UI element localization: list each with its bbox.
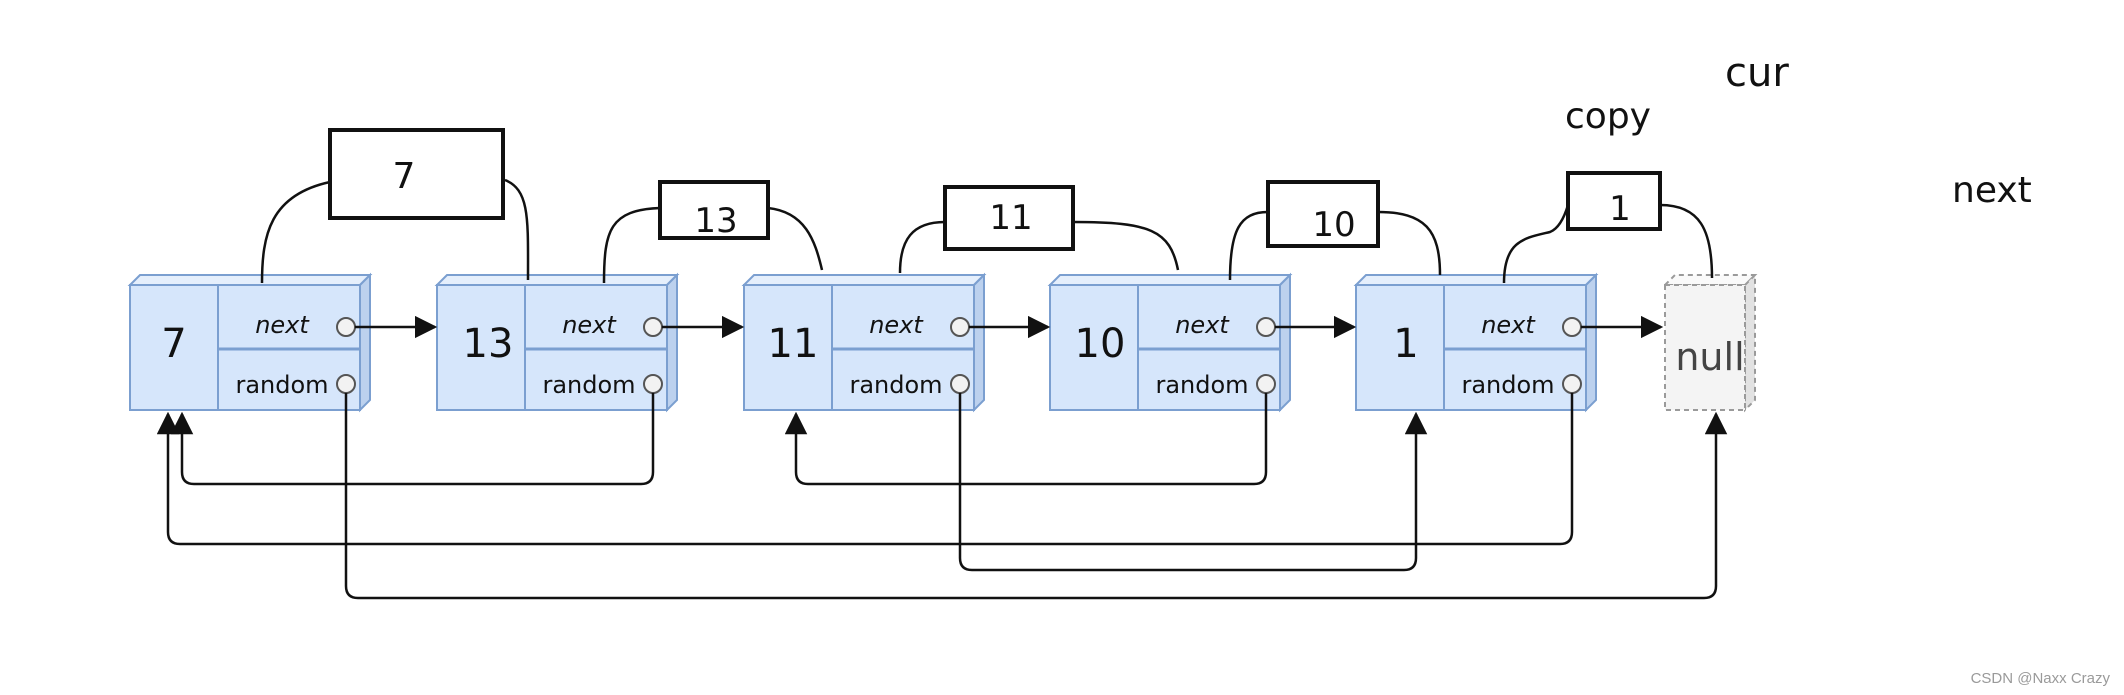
random-pointer-dot xyxy=(336,374,356,394)
node-value: 1 xyxy=(1393,321,1418,367)
node-random-label: random xyxy=(1461,371,1554,399)
random-arrow xyxy=(344,393,1728,600)
null-label: null xyxy=(1675,335,1744,379)
copy-value: 7 xyxy=(393,156,416,197)
random-arrow xyxy=(784,393,1268,486)
list-node: 13 next random xyxy=(434,272,680,413)
copy-node: 10 xyxy=(1266,180,1380,248)
watermark: CSDN @Naxx Crazy xyxy=(1970,670,2110,687)
node-value: 7 xyxy=(161,321,186,367)
random-pointer-dot xyxy=(1562,374,1582,394)
cur-label: cur xyxy=(1725,50,1789,96)
random-arrow xyxy=(958,393,1428,572)
node-random-label: random xyxy=(849,371,942,399)
copy-label: copy xyxy=(1565,96,1651,137)
node-next-label: next xyxy=(1481,311,1536,339)
random-arrow xyxy=(156,393,1574,546)
next-pointer-dot xyxy=(336,317,356,337)
copy-value: 13 xyxy=(694,201,737,241)
node-random-label: random xyxy=(235,371,328,399)
list-node: 11 next random xyxy=(741,272,987,413)
random-arrows xyxy=(156,393,1728,600)
copy-value: 1 xyxy=(1609,189,1631,229)
next-pointer-dot xyxy=(1256,317,1276,337)
null-node: null xyxy=(1662,272,1758,413)
random-arrow xyxy=(170,393,655,486)
node-next-label: next xyxy=(869,311,924,339)
copy-node: 7 xyxy=(328,128,505,220)
node-value: 13 xyxy=(463,321,514,367)
node-random-label: random xyxy=(542,371,635,399)
node-value: 10 xyxy=(1075,321,1126,367)
copy-value: 11 xyxy=(989,198,1032,238)
random-pointer-dot xyxy=(950,374,970,394)
copy-node: 11 xyxy=(943,185,1075,251)
node-next-label: next xyxy=(1175,311,1230,339)
next-pointer-dot xyxy=(643,317,663,337)
next-pointer-dot xyxy=(1562,317,1582,337)
copy-connectors xyxy=(260,178,1714,284)
node-next-label: next xyxy=(562,311,617,339)
random-pointer-dot xyxy=(1256,374,1276,394)
list-node: 7 next random xyxy=(127,272,373,413)
copy-node: 13 xyxy=(658,180,770,241)
next-pointer-dot xyxy=(950,317,970,337)
copy-value: 10 xyxy=(1312,205,1355,245)
random-pointer-dot xyxy=(643,374,663,394)
list-node: 1 next random xyxy=(1353,272,1599,413)
copy-node: 1 xyxy=(1566,171,1662,231)
node-random-label: random xyxy=(1155,371,1248,399)
next-label: next xyxy=(1952,170,2032,211)
list-node: 10 next random xyxy=(1047,272,1293,413)
node-value: 11 xyxy=(768,321,819,367)
node-next-label: next xyxy=(255,311,310,339)
